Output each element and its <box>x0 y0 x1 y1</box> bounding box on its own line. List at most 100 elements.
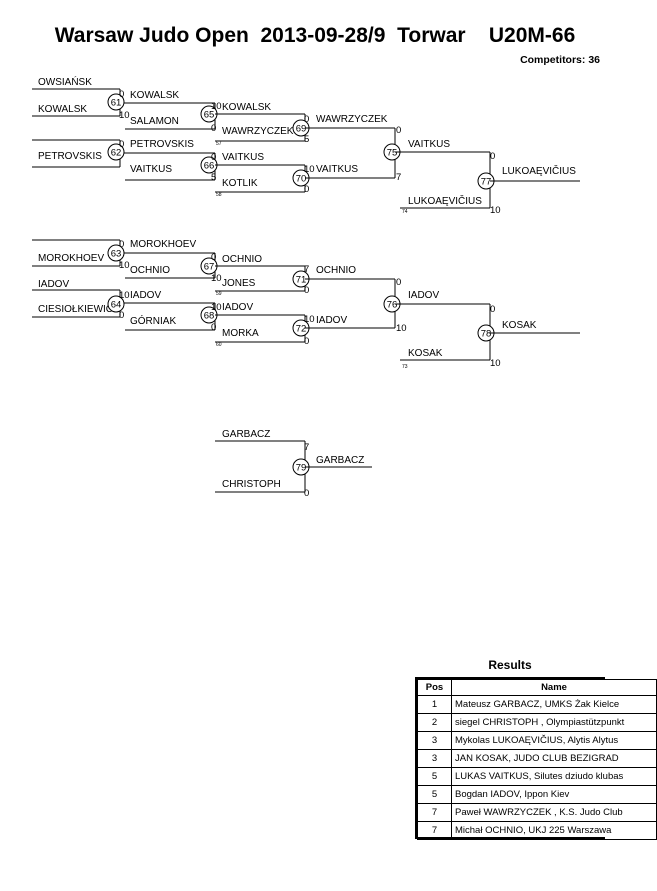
bout-number: 77 <box>481 177 492 188</box>
competitors-count: Competitors: 36 <box>520 54 600 66</box>
bout-score: 10 <box>304 164 315 175</box>
bout-note: 57 <box>216 141 222 147</box>
competitor-name: WAWRZYCZEK <box>316 114 388 125</box>
bout-score: 5 <box>211 172 216 183</box>
results-pos: 5 <box>417 785 452 804</box>
competitor-name: KOSAK <box>502 320 537 331</box>
bout-number: 64 <box>111 300 122 311</box>
bout-score: 7 <box>304 442 309 453</box>
bout-score: 0 <box>211 252 216 263</box>
bout-score: 10 <box>490 358 501 369</box>
competitor-name: OWSIAŃSK <box>38 75 92 88</box>
bout-number: 76 <box>387 300 398 311</box>
competitor-name: MORKA <box>222 328 259 339</box>
competitor-name: SALAMON <box>130 116 179 127</box>
bout-number: 75 <box>387 148 398 159</box>
bout-score: 0 <box>396 125 401 136</box>
competitor-name: VAITKUS <box>130 164 172 175</box>
bout-score: 0 <box>119 239 124 250</box>
competitor-name: OCHNIO <box>316 265 356 276</box>
bout-note: 73 <box>402 364 408 370</box>
bout-note: 59 <box>216 291 222 297</box>
competitor-name: MOROKHOEV <box>38 253 104 264</box>
competitor-name: IADOV <box>38 279 69 290</box>
bout-circle <box>107 143 125 161</box>
bout-number: 70 <box>296 174 307 185</box>
bout-score: 0 <box>396 277 401 288</box>
bout-note: 58 <box>216 192 222 198</box>
bout-circle <box>107 244 125 262</box>
bout-score: 10 <box>119 290 130 301</box>
bout-score: 10 <box>211 101 222 112</box>
competitor-name: KOWALSK <box>222 102 271 113</box>
results-name: JAN KOSAK, JUDO CLUB BEZIGRAD <box>451 749 657 768</box>
bout-score: 0 <box>304 488 309 499</box>
bout-score: 0 <box>304 184 309 195</box>
bout-number: 65 <box>204 110 215 121</box>
competitor-name: OCHNIO <box>222 254 262 265</box>
competitor-name: KOTLIK <box>222 178 258 189</box>
results-title: Results <box>488 658 532 672</box>
results-name: Paweł WAWRZYCZEK , K.S. Judo Club <box>451 803 657 822</box>
results-name: Mykolas LUKOAĘVIČIUS, Alytis Alytus <box>451 731 657 750</box>
bout-score: 0 <box>211 123 216 134</box>
results-pos: 1 <box>417 695 452 714</box>
bout-number: 66 <box>204 161 215 172</box>
competitor-name: GÓRNIAK <box>130 314 176 327</box>
bout-score: 7 <box>304 264 309 275</box>
bout-number: 69 <box>296 124 307 135</box>
results-name: siegel CHRISTOPH , Olympiastützpunkt <box>451 713 657 732</box>
bout-score: 0 <box>304 336 309 347</box>
competitor-name: IADOV <box>130 290 161 301</box>
bout-score: 10 <box>119 260 130 271</box>
bout-score: 0 <box>490 151 495 162</box>
competitor-name: LUKOAĘVIČIUS <box>502 164 576 177</box>
bout-score: 10 <box>304 314 315 325</box>
bout-score: 0 <box>211 322 216 333</box>
results-header-pos: Pos <box>417 679 452 696</box>
bout-score: 0 <box>119 310 124 321</box>
results-name: Mateusz GARBACZ, UMKS Żak Kielce <box>451 695 657 714</box>
results-pos: 7 <box>417 803 452 822</box>
competitor-name: CIESIOŁKIEWICZ <box>38 304 119 315</box>
bout-score: 5 <box>304 134 309 145</box>
competitor-name: CHRISTOPH <box>222 479 281 490</box>
bout-score: 0 <box>211 152 216 163</box>
bout-score: 0 <box>119 89 124 100</box>
bout-note: 60 <box>216 342 222 348</box>
competitor-name: JONES <box>222 278 256 289</box>
results-name: Michał OCHNIO, UKJ 225 Warszawa <box>451 821 657 840</box>
results-pos: 7 <box>417 821 452 840</box>
bout-number: 68 <box>204 311 215 322</box>
bout-number: 78 <box>481 329 492 340</box>
competitor-name: KOWALSK <box>38 104 87 115</box>
competitor-name: VAITKUS <box>316 164 358 175</box>
bout-score: 10 <box>490 205 501 216</box>
results-header-name: Name <box>451 679 657 696</box>
bout-number: 72 <box>296 324 307 335</box>
page: Warsaw Judo Open 2013-09-28/9 Torwar U20… <box>32 24 657 840</box>
competitor-name: MOROKHOEV <box>130 239 196 250</box>
bout-number: 67 <box>204 262 215 273</box>
bout-note: 74 <box>402 209 408 215</box>
bout-score: 7 <box>396 172 401 183</box>
results-pos: 3 <box>417 749 452 768</box>
bout-number: 61 <box>111 98 122 109</box>
page-title: Warsaw Judo Open 2013-09-28/9 Torwar U20… <box>54 24 576 47</box>
results-name: Bogdan IADOV, Ippon Kiev <box>451 785 657 804</box>
competitor-name: IADOV <box>316 315 347 326</box>
bout-number: 62 <box>111 148 122 159</box>
bout-score: 0 <box>304 114 309 125</box>
bout-score: 10 <box>211 302 222 313</box>
competitor-name: GARBACZ <box>222 429 270 440</box>
competitor-name: IADOV <box>408 290 439 301</box>
bout-score: 0 <box>119 139 124 150</box>
bout-score: 10 <box>119 110 130 121</box>
